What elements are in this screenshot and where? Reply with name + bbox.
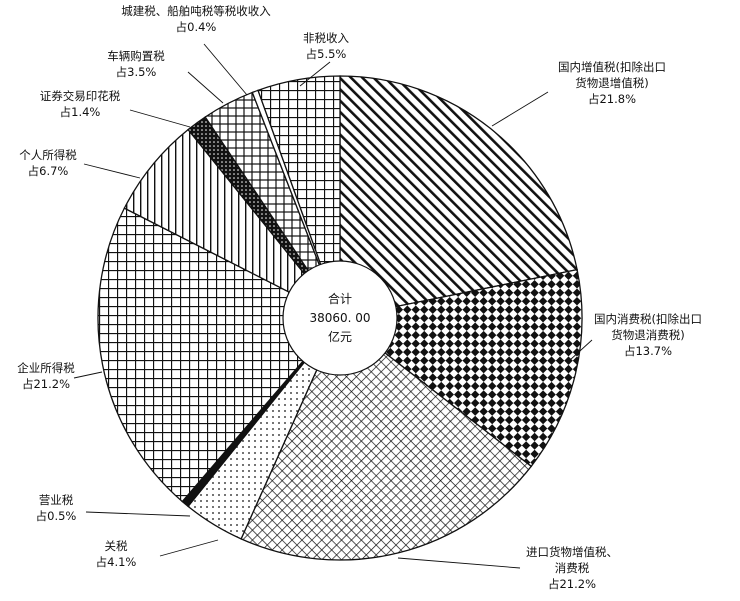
slice-name-label: 关税: [105, 539, 128, 553]
center-total-value: 38060. 00: [309, 311, 370, 325]
slice-name-label: 货物退增值税): [575, 76, 649, 90]
slice-name-label: 车辆购置税: [107, 49, 165, 63]
leader-line: [203, 43, 248, 96]
pie-slice: [339, 75, 578, 319]
slice-value-label: 占13.7%: [624, 344, 672, 358]
pie-slice: [338, 268, 583, 468]
leader-line: [83, 163, 141, 179]
slice-value-label: 占21.8%: [588, 92, 636, 106]
leader-line: [299, 61, 331, 87]
slice-value-label: 占5.5%: [306, 47, 347, 61]
slice-name-label: 国内消费税(扣除出口: [594, 312, 702, 326]
slice-name-label: 消费税: [555, 561, 590, 575]
leader-lines: [73, 43, 593, 569]
slice-value-label: 占21.2%: [22, 377, 70, 391]
leader-line: [85, 511, 191, 517]
leader-line: [397, 557, 521, 569]
slice-name-label: 个人所得税: [19, 148, 77, 162]
slice-value-label: 占0.5%: [36, 509, 77, 523]
center-hole: [282, 260, 398, 376]
slice-name-label: 证券交易印花税: [40, 89, 121, 103]
leader-line: [159, 539, 219, 557]
slice-value-label: 占4.1%: [96, 555, 137, 569]
leader-line: [129, 109, 191, 128]
slice-value-label: 占6.7%: [28, 164, 69, 178]
leader-line: [187, 71, 224, 104]
slice-name-label: 进口货物增值税、: [526, 545, 618, 559]
slice-name-label: 货物退消费税): [611, 328, 685, 342]
slice-value-label: 占21.2%: [548, 577, 596, 591]
center-total-label: 合计: [328, 291, 352, 306]
slice-name-label: 营业税: [39, 493, 74, 507]
slice-value-label: 占1.4%: [60, 105, 101, 119]
slice-name-label: 城建税、船舶吨税等税收收入: [121, 4, 271, 18]
leader-line: [491, 91, 549, 127]
slice-value-label: 占3.5%: [116, 65, 157, 79]
pie-slice: [257, 75, 341, 319]
slice-value-label: 占0.4%: [176, 20, 217, 34]
slice-name-label: 企业所得税: [17, 361, 75, 375]
slice-name-label: 非税收入: [303, 31, 349, 45]
leader-line: [569, 339, 593, 361]
center-total-unit: 亿元: [328, 329, 352, 344]
slice-name-label: 国内增值税(扣除出口: [558, 60, 666, 74]
pie-slice: [240, 316, 533, 561]
pie-slices: [97, 75, 583, 561]
pie-slice: [97, 207, 342, 503]
leader-line: [73, 371, 103, 379]
